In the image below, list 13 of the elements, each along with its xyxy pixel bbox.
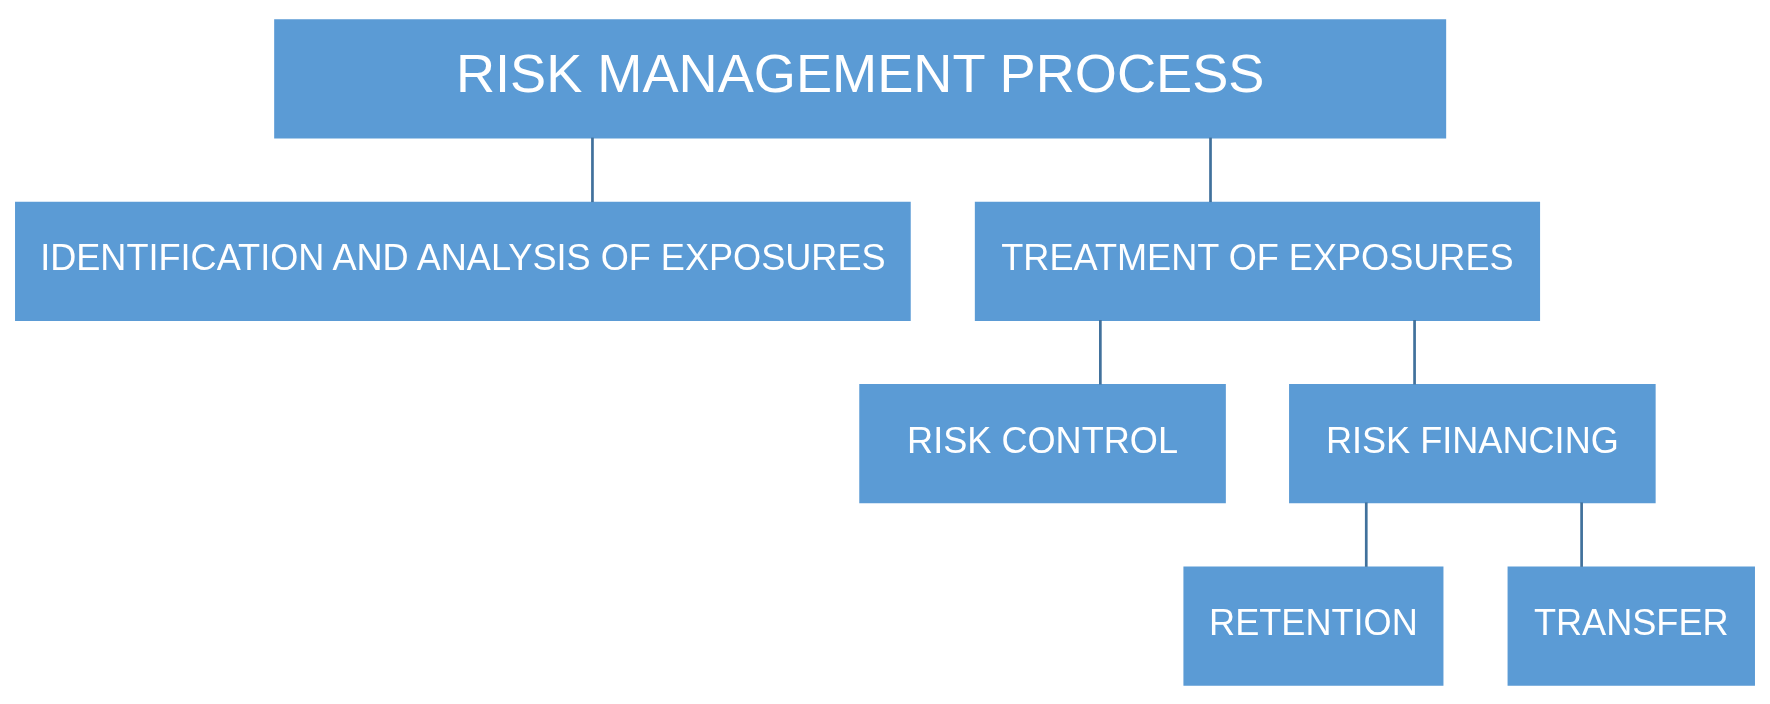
connector: [591, 137, 594, 202]
connector: [1209, 137, 1212, 202]
node-box: RISK MANAGEMENT PROCESS: [274, 18, 1447, 138]
connector: [1413, 319, 1416, 384]
connector: [1364, 501, 1368, 567]
node-box: IDENTIFICATION AND ANALYSIS OF EXPOSURES: [15, 201, 911, 321]
node-box: RISK FINANCING: [1289, 383, 1656, 503]
connector: [1580, 501, 1583, 567]
node-box: RISK CONTROL: [859, 383, 1226, 503]
node-box: TREATMENT OF EXPOSURES: [974, 201, 1541, 321]
connector: [1099, 319, 1102, 384]
node-box: RETENTION: [1183, 566, 1444, 686]
node-box: TRANSFER: [1507, 566, 1755, 686]
